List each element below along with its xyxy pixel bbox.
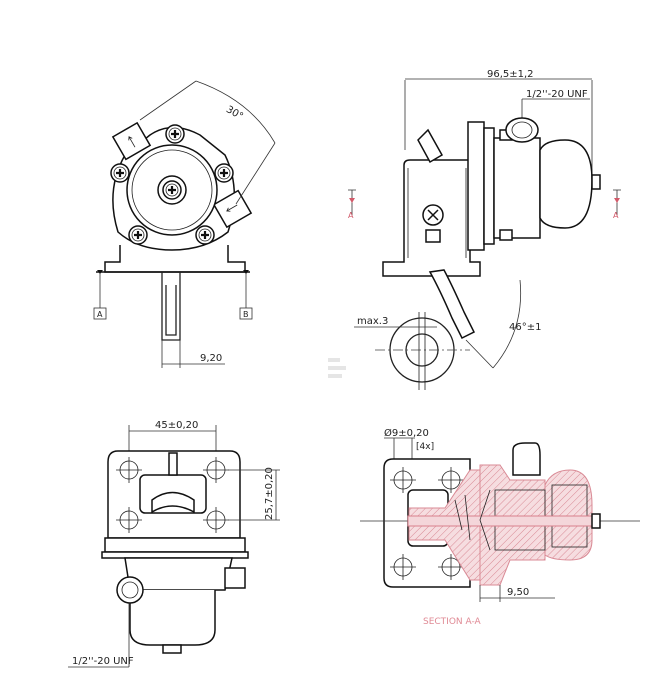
stem-width-dimension: 9,20: [200, 353, 222, 364]
hole-diameter-dimension: Ø9±0,20: [384, 427, 429, 439]
section-dimension: 9,50: [507, 587, 529, 598]
side-view: 96,5±1,2 1/2''-20 UNF A A max.3: [348, 69, 621, 390]
section-marker-left: A: [348, 211, 354, 220]
section-marker-right: A: [613, 211, 619, 220]
datum-b: B: [243, 310, 249, 319]
rear-thread-label: 1/2''-20 UNF: [72, 656, 134, 667]
thread-label: 1/2''-20 UNF: [526, 89, 588, 100]
watermark-logo: [328, 358, 346, 378]
hole-count: [4x]: [416, 442, 434, 452]
front-view: 30° A B 9,20: [93, 80, 276, 368]
angle-label: 30°: [224, 104, 245, 122]
hole-spacing-horizontal: 45±0,20: [155, 420, 198, 431]
max-offset-label: max.3: [357, 316, 388, 327]
hole-spacing-vertical: 25,7±0,20: [264, 467, 275, 520]
section-title: SECTION A-A: [423, 617, 482, 627]
rear-view: 45±0,20 25,7±0,20 1/2''-20 UNF: [68, 420, 280, 668]
arm-angle-dimension: 46°±1: [509, 322, 541, 333]
overall-length-dimension: 96,5±1,2: [487, 69, 534, 80]
inlet-port: [111, 121, 152, 161]
outlet-port: [212, 189, 253, 229]
section-view: Ø9±0,20 [4x] 9,50 SECTION A-A: [360, 427, 640, 627]
datum-a: A: [97, 310, 103, 319]
